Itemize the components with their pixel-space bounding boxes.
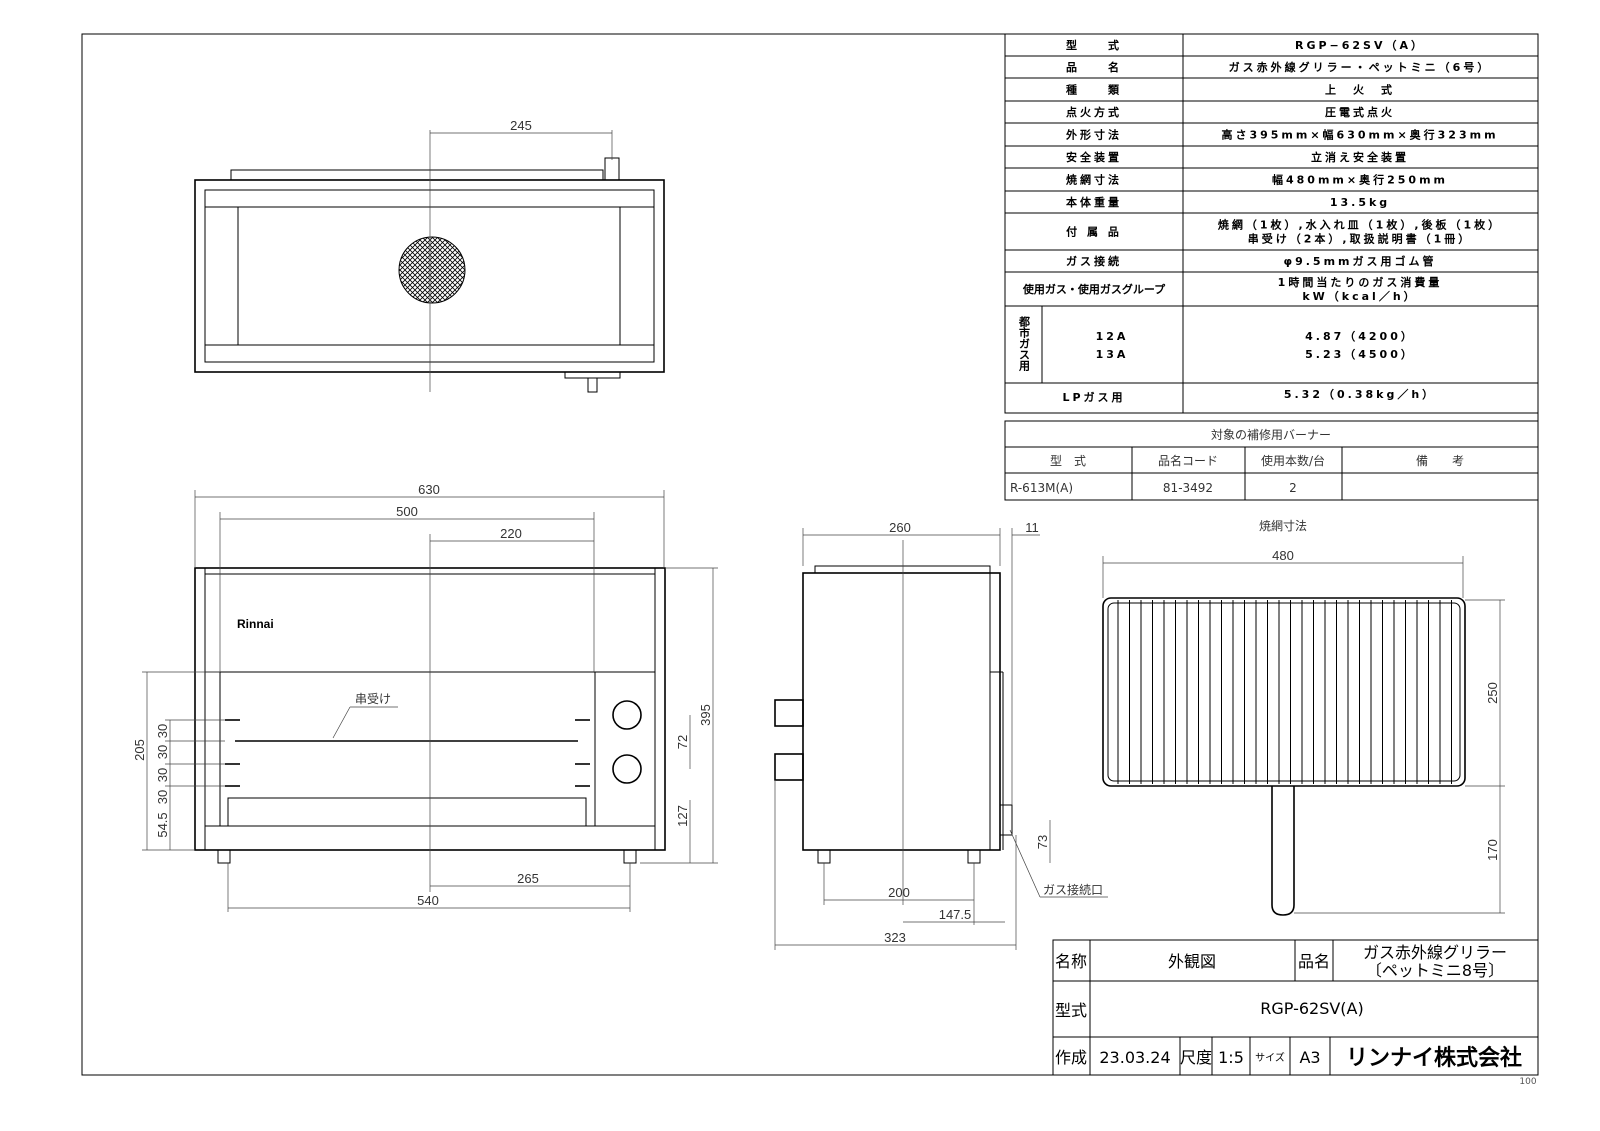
knob-icon: [612, 754, 642, 784]
dim-480: 480: [1272, 548, 1294, 563]
parts-cell-model: R-613M(A): [1010, 481, 1073, 495]
dim-11: 11: [1025, 520, 1039, 535]
dim-500: 500: [396, 504, 418, 519]
dim-220: 220: [500, 526, 522, 541]
spec-label: 型 式: [1066, 38, 1122, 52]
spec-value: ガス赤外線グリラー・ペットミニ（6号）: [1229, 60, 1492, 74]
lp-gas-label: LPガス用: [1062, 390, 1125, 404]
spec-value-line2: 串受け（2本）,取扱説明書（1冊）: [1248, 232, 1473, 246]
top-view: 245: [194, 118, 665, 393]
spec-label: ガス接続: [1066, 254, 1122, 268]
gas-inlet-icon: [999, 804, 1013, 836]
dim-127: 127: [675, 805, 690, 827]
parts-table: 対象の補修用バーナー 型 式 品名コード 使用本数/台 備 考 R-613M(A…: [1004, 420, 1539, 501]
spec-value: 1時間当たりのガス消費量: [1278, 275, 1443, 289]
dim-73: 73: [1035, 835, 1050, 849]
dim-323: 323: [884, 930, 906, 945]
dim-205: 205: [132, 739, 147, 761]
created-date: 23.03.24: [1099, 1048, 1170, 1067]
spec-value: 高さ395mm×幅630mm×奥行323mm: [1221, 128, 1498, 142]
scale-value: 1:5: [1218, 1048, 1244, 1067]
grill-handle: [1271, 786, 1295, 916]
model-value: RGP-62SV(A): [1260, 999, 1363, 1018]
burner-mesh: [398, 236, 466, 304]
gas-group-12a: 12A: [1096, 330, 1129, 343]
dim-245: 245: [510, 118, 532, 133]
spec-value-line2: kW（kcal／h）: [1302, 290, 1417, 303]
gas-value-12a: 4.87（4200）: [1305, 330, 1415, 343]
size-label: サイズ: [1255, 1051, 1285, 1064]
spec-label: 外形寸法: [1065, 128, 1122, 142]
drawing-border: [81, 33, 1539, 1076]
parts-cell-qty: 2: [1289, 481, 1297, 495]
company-name: リンナイ株式会社: [1346, 1045, 1522, 1071]
knob-icon: [612, 700, 642, 730]
brand-logo: Rinnai: [237, 617, 274, 631]
dim-30-d: 30: [155, 790, 170, 804]
size-value: A3: [1299, 1048, 1320, 1067]
scale-label: 尺度: [1180, 1048, 1212, 1067]
dim-170: 170: [1485, 839, 1500, 861]
spec-label: 使用ガス・使用ガスグループ: [1022, 282, 1166, 296]
dim-147-5: 147.5: [939, 907, 972, 922]
title-block: 名称 外観図 品名 ガス赤外線グリラー 〔ペットミニ8号〕 型式 RGP-62S…: [1052, 939, 1539, 1076]
spec-value: 立消え安全装置: [1311, 150, 1409, 164]
grill-net-view: 焼網寸法 480 250 170: [1102, 519, 1505, 916]
spec-value: 13.5kg: [1330, 196, 1390, 209]
product-name-line2: 〔ペットミニ8号〕: [1366, 961, 1504, 980]
side-view: 260 11 73 200 147.5 323 ガス接続口: [774, 520, 1108, 950]
dim-260: 260: [889, 520, 911, 535]
parts-header-code: 品名コード: [1158, 453, 1218, 468]
dim-395: 395: [698, 704, 713, 726]
model-label: 型式: [1055, 1001, 1087, 1020]
spec-value: 上 火 式: [1325, 83, 1395, 97]
spec-value: 圧電式点火: [1325, 105, 1395, 119]
spec-value: RGP−62SV（A）: [1295, 39, 1425, 52]
parts-cell-code: 81-3492: [1163, 481, 1213, 495]
dim-30-c: 30: [155, 768, 170, 782]
dim-630: 630: [418, 482, 440, 497]
city-gas-label: 都市ガス用: [1018, 315, 1032, 372]
dim-540: 540: [417, 893, 439, 908]
spec-label: 点火方式: [1066, 105, 1122, 119]
dim-72: 72: [675, 735, 690, 749]
spec-value: 焼網（1枚）,水入れ皿（1枚）,後板（1枚）: [1218, 218, 1502, 232]
front-view: Rinnai 串受け 630 500 220 395 72 127 205 30…: [132, 482, 718, 912]
gas-value-13a: 5.23（4500）: [1305, 348, 1415, 361]
spec-table: 型 式 RGP−62SV（A） 品 名 ガス赤外線グリラー・ペットミニ（6号） 種 類 上…: [1004, 33, 1539, 414]
spec-label: 安全装置: [1066, 150, 1122, 164]
gas-group-13a: 13A: [1096, 348, 1129, 361]
product-label: 品名: [1298, 952, 1330, 971]
skewer-label: 串受け: [355, 692, 391, 706]
drawing-name: 外観図: [1168, 952, 1216, 971]
knob-side-icon: [774, 699, 804, 727]
spec-label: 付 属 品: [1066, 225, 1122, 239]
product-name-line1: ガス赤外線グリラー: [1363, 943, 1507, 962]
parts-header-qty: 使用本数/台: [1261, 453, 1325, 468]
dim-30-a: 30: [155, 724, 170, 738]
spec-value: φ9.5mmガス用ゴム管: [1283, 254, 1436, 268]
gas-inlet-label: ガス接続口: [1043, 882, 1103, 897]
name-label: 名称: [1055, 952, 1087, 971]
dim-54-5: 54.5: [155, 812, 170, 837]
spec-label: 本体重量: [1066, 195, 1122, 209]
dim-265: 265: [517, 871, 539, 886]
spec-label: 焼網寸法: [1066, 173, 1122, 187]
spec-label: 品 名: [1066, 60, 1122, 74]
parts-header-notes: 備 考: [1416, 453, 1464, 468]
created-label: 作成: [1055, 1048, 1087, 1067]
dim-30-b: 30: [155, 745, 170, 759]
parts-header-model: 型 式: [1050, 454, 1086, 468]
page-number: 100: [1519, 1077, 1536, 1087]
grill-title: 焼網寸法: [1259, 519, 1307, 533]
dim-250: 250: [1485, 682, 1500, 704]
dim-200: 200: [888, 885, 910, 900]
spec-label: 種 類: [1066, 83, 1122, 97]
spec-value: 幅480mm×奥行250mm: [1272, 173, 1448, 187]
parts-table-title: 対象の補修用バーナー: [1211, 427, 1331, 442]
lp-gas-value: 5.32（0.38kg／h）: [1284, 388, 1436, 401]
knob-side-icon: [774, 753, 804, 781]
